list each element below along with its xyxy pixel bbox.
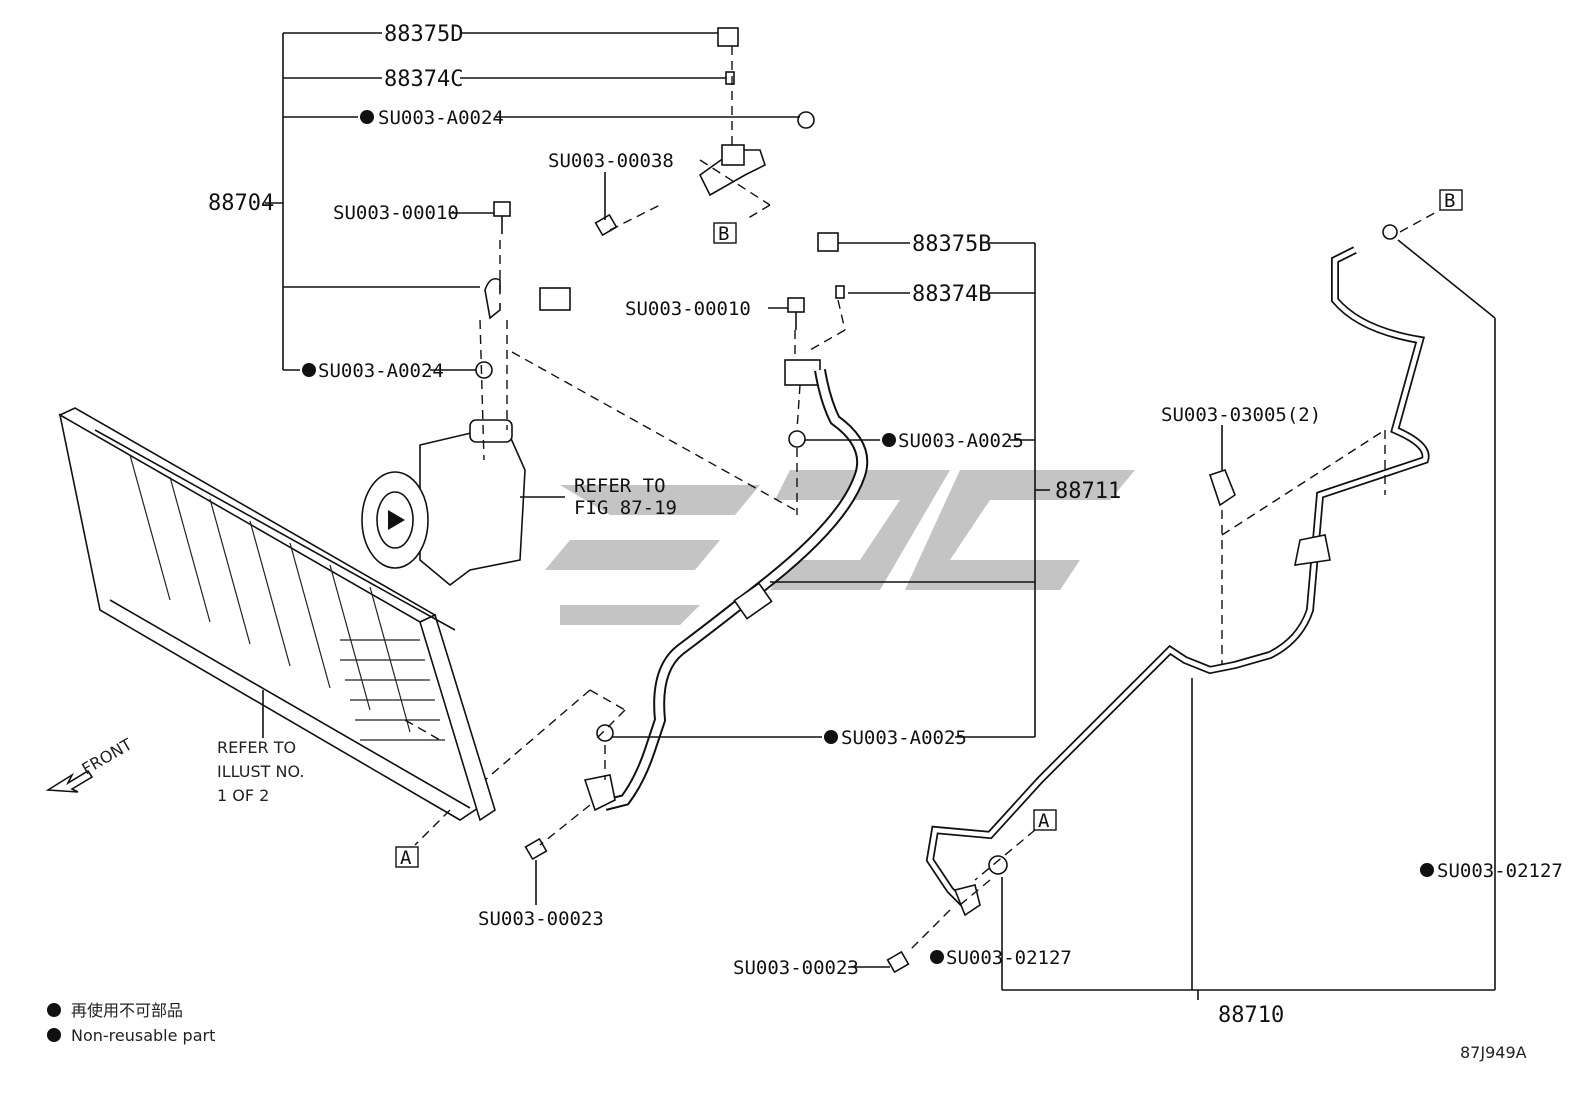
part-03005-label: SU003-03005(2) [1161, 404, 1321, 426]
ref-box-b-top [713, 222, 737, 244]
ref-box-b-right-label: B [1444, 190, 1455, 212]
legend-dot-2 [47, 1028, 61, 1042]
refer-illust-line1: REFER TO [217, 738, 296, 757]
part-88375b-label: 88375B [912, 232, 991, 257]
refer-fig-line1: REFER TO [574, 475, 666, 497]
suction-hose-88704 [484, 27, 766, 320]
part-88710-label: 88710 [1218, 1003, 1284, 1028]
leader-lines [265, 32, 1496, 1000]
part-88374b-label: 88374B [912, 282, 991, 307]
condenser-assembly [58, 407, 496, 822]
discharge-hose-88711 [583, 232, 869, 812]
part-88711-label: 88711 [1055, 479, 1121, 504]
part-00023-right-label: SU003-00023 [733, 957, 859, 979]
part-a0025-top-label: SU003-A0025 [898, 430, 1024, 452]
ref-box-a-left-label: A [400, 847, 412, 869]
liquid-pipe-88710 [925, 224, 1430, 917]
ref-box-a-right [1033, 809, 1057, 831]
legend-dot-1 [47, 1003, 61, 1017]
part-a0024-low-label: SU003-A0024 [318, 360, 444, 382]
part-88704-label: 88704 [208, 191, 274, 216]
legend-line2: Non-reusable part [71, 1026, 215, 1045]
front-arrow-icon [45, 769, 94, 793]
ref-box-b-top-label: B [718, 223, 729, 245]
front-label: FRONT [79, 735, 136, 779]
watermark-logo [545, 470, 1135, 625]
refer-fig-line2: FIG 87-19 [574, 497, 677, 519]
ref-box-a-left [395, 846, 419, 868]
part-00038-label: SU003-00038 [548, 150, 674, 172]
legend: 再使用不可部品 Non-reusable part [47, 1001, 215, 1045]
compressor [361, 419, 565, 587]
figure-code: 87J949A [1460, 1043, 1527, 1062]
assembly-dash-lines [404, 46, 1441, 951]
part-88374c-label: 88374C [384, 67, 463, 92]
refer-illust-line2: ILLUST NO. [217, 762, 304, 781]
fasteners [475, 71, 910, 974]
ref-box-a-right-label: A [1038, 810, 1050, 832]
part-a0024-top-label: SU003-A0024 [378, 107, 504, 129]
part-02127-low-label: SU003-02127 [946, 947, 1072, 969]
part-00010-left-label: SU003-00010 [333, 202, 459, 224]
ref-box-b-right [1439, 189, 1463, 211]
part-02127-right-label: SU003-02127 [1437, 860, 1563, 882]
condenser-fins [129, 454, 445, 741]
part-00023-left-label: SU003-00023 [478, 908, 604, 930]
non-reusable-dots [302, 110, 1434, 964]
part-88375d-label: 88375D [384, 22, 463, 47]
part-00010-mid-label: SU003-00010 [625, 298, 751, 320]
part-a0025-low-label: SU003-A0025 [841, 727, 967, 749]
refer-illust-line3: 1 OF 2 [217, 786, 269, 805]
legend-line1: 再使用不可部品 [71, 1001, 183, 1020]
